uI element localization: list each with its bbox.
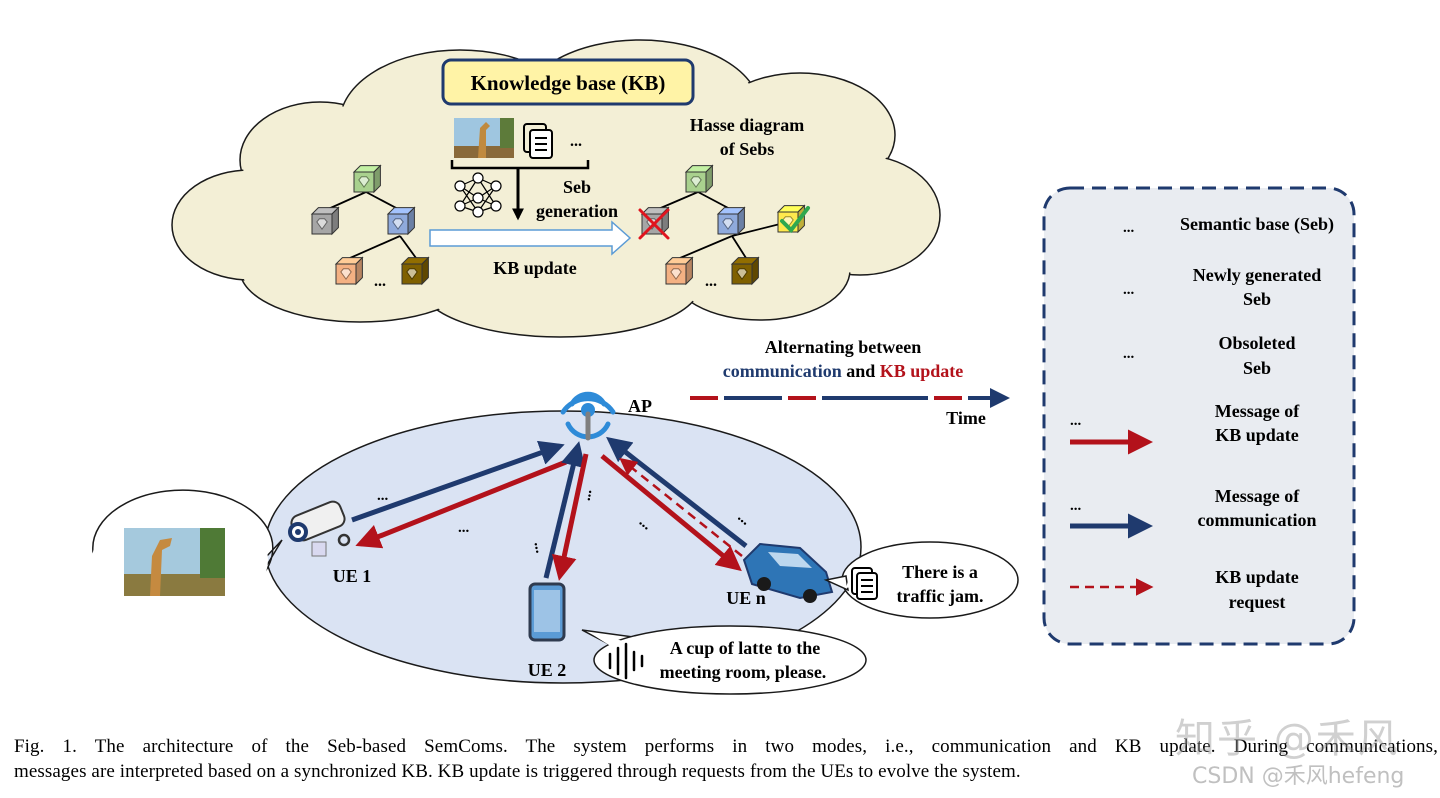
link-ellipsis: ... — [578, 488, 596, 502]
uen-bubble-line-1: There is a — [902, 562, 978, 582]
kb-tree-after — [655, 191, 789, 259]
legend-label: Message of — [1215, 486, 1300, 506]
legend-label: Newly generated — [1193, 265, 1321, 285]
figure-caption: Fig. 1. The architecture of the Seb-base… — [14, 734, 1438, 784]
ue2-label: UE 2 — [528, 660, 567, 680]
timeline-label-2: communication and KB update — [723, 361, 964, 381]
seb-cube — [716, 206, 746, 236]
legend-ellipsis: ... — [1070, 498, 1082, 514]
legend-ellipsis: ... — [1123, 346, 1135, 362]
legend-ellipsis: ... — [1070, 413, 1082, 429]
seb-generation-label-2: generation — [536, 201, 618, 221]
access-point-icon — [560, 391, 616, 441]
legend-label: KB update — [1215, 425, 1299, 445]
zhihu-watermark: 知乎 @禾风 — [1175, 716, 1400, 762]
ue2-speech-bubble — [581, 625, 867, 695]
legend-item-kb-update-request: KB update request — [1215, 567, 1299, 612]
inputs-ellipsis: ... — [570, 133, 582, 150]
seb-cube — [730, 256, 760, 286]
link-ellipsis: ... — [531, 540, 549, 554]
legend-item-obsoleted-seb: Obsoleted Seb — [1218, 333, 1295, 378]
kb-update-arrow — [429, 220, 632, 256]
seb-cube — [352, 164, 382, 194]
seb-cube — [684, 164, 714, 194]
hasse-label-1: Hasse diagram — [690, 115, 805, 135]
legend-box — [1042, 186, 1356, 646]
time-label: Time — [946, 408, 986, 428]
link-ellipsis: ... — [458, 520, 470, 536]
legend-label: KB update — [1215, 567, 1299, 587]
legend-item-seb: Semantic base (Seb) — [1180, 214, 1334, 235]
hasse-label-2: of Sebs — [720, 139, 775, 159]
neural-network-icon — [454, 172, 502, 218]
caption-line-2: messages are interpreted based on a sync… — [14, 761, 1021, 782]
legend-ellipsis: ... — [1123, 220, 1135, 236]
security-camera-icon — [288, 500, 351, 557]
seb-cube — [386, 206, 416, 236]
seb-cube — [334, 256, 364, 286]
tree-ellipsis-left: ... — [374, 273, 386, 290]
legend-ellipsis: ... — [1123, 282, 1135, 298]
legend-item-communication-message: Message of communication — [1198, 486, 1317, 530]
ue2-bubble-line-2: meeting room, please. — [660, 662, 827, 682]
legend-label: communication — [1198, 510, 1317, 530]
uen-bubble-line-2: traffic jam. — [897, 586, 984, 606]
audio-wave-icon — [608, 642, 644, 680]
giraffe-image-icon — [454, 118, 514, 158]
smartphone-icon — [528, 582, 566, 642]
obsolete-mark — [638, 208, 670, 240]
legend-label: Semantic base (Seb) — [1180, 214, 1334, 235]
seb-cube — [310, 206, 340, 236]
document-icon — [851, 567, 878, 600]
document-icon — [523, 123, 553, 159]
ue2-bubble-line-1: A cup of latte to the — [670, 638, 820, 658]
uen-label: UE n — [726, 588, 766, 608]
legend-item-new-seb: Newly generated Seb — [1193, 265, 1321, 309]
kb-title-box: Knowledge base (KB) — [441, 58, 695, 106]
legend-label: Seb — [1243, 358, 1271, 378]
legend-label: Obsoleted — [1218, 333, 1295, 353]
seb-cube — [400, 256, 430, 286]
seb-cube — [664, 256, 694, 286]
ap-label: AP — [628, 396, 652, 416]
tree-ellipsis-right: ... — [705, 273, 717, 290]
uen-speech-bubble — [823, 541, 1019, 619]
kb-update-label: KB update — [493, 258, 577, 278]
legend-arrows — [1070, 429, 1154, 596]
legend-item-kb-update-message: Message of KB update — [1215, 401, 1300, 445]
seb-generation-arrow — [450, 160, 590, 221]
legend-label: Message of — [1215, 401, 1300, 421]
ue1-image-bubble — [92, 489, 283, 617]
csdn-watermark: CSDN @禾风hefeng — [1192, 764, 1405, 789]
timeline-label-1: Alternating between — [765, 337, 921, 357]
giraffe-photo — [124, 528, 225, 596]
kb-tree-before — [325, 191, 417, 259]
ue1-label: UE 1 — [333, 566, 372, 586]
legend-label: request — [1229, 592, 1286, 612]
caption-line-1: Fig. 1. The architecture of the Seb-base… — [14, 736, 1438, 757]
new-check-mark — [780, 206, 810, 234]
seb-generation-label-1: Seb — [563, 177, 591, 197]
link-arrows — [351, 436, 748, 581]
kb-title: Knowledge base (KB) — [471, 71, 666, 95]
link-ellipsis: ... — [377, 488, 389, 504]
legend-label: Seb — [1243, 289, 1271, 309]
